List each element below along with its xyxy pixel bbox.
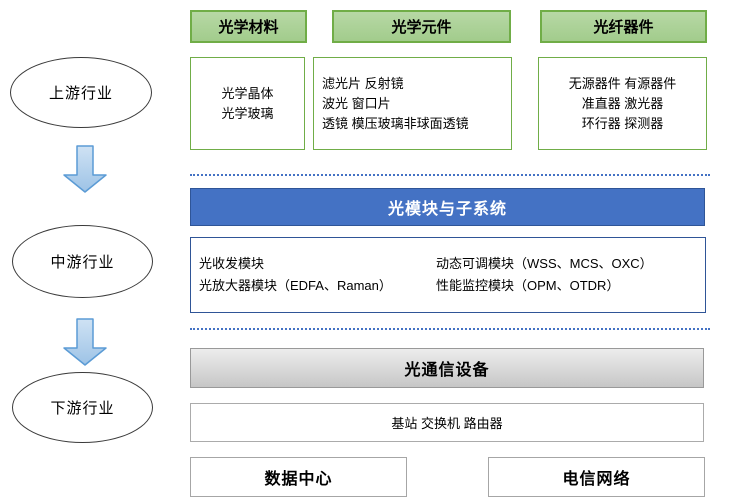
box-optical-components: 滤光片 反射镜 波光 窗口片 透镜 模压玻璃非球面透镜 (313, 57, 512, 150)
header-optical-comm-equipment: 光通信设备 (190, 348, 704, 388)
box-optical-materials: 光学晶体 光学玻璃 (190, 57, 305, 150)
box-data-center: 数据中心 (190, 457, 407, 497)
item-text: 光学玻璃 (221, 105, 274, 121)
stage-label-midstream: 中游行业 (50, 254, 115, 271)
dotted-separator (190, 328, 710, 330)
item-text: 环行器 探测器 (581, 115, 664, 131)
stage-ellipse-midstream: 中游行业 (12, 225, 153, 298)
item-text: 波光 窗口片 (322, 95, 391, 111)
dotted-separator (190, 174, 710, 176)
box-optical-modules: 光收发模块 光放大器模块（EDFA、Raman） 动态可调模块（WSS、MCS、… (190, 237, 706, 313)
header-label: 光学材料 (218, 19, 279, 36)
box-fiber-devices: 无源器件 有源器件 准直器 激光器 环行器 探测器 (538, 57, 707, 150)
stage-ellipse-upstream: 上游行业 (10, 57, 152, 128)
header-label: 光通信设备 (404, 362, 490, 379)
item-text: 光放大器模块（EDFA、Raman） (199, 278, 392, 293)
application-label: 数据中心 (264, 471, 333, 488)
item-text: 动态可调模块（WSS、MCS、OXC） (436, 256, 653, 271)
modules-right-column: 动态可调模块（WSS、MCS、OXC） 性能监控模块（OPM、OTDR） (436, 253, 697, 297)
item-text: 基站 交换机 路由器 (391, 416, 503, 431)
modules-left-column: 光收发模块 光放大器模块（EDFA、Raman） (199, 253, 436, 297)
item-text: 准直器 激光器 (581, 95, 664, 111)
header-fiber-devices: 光纤器件 (540, 10, 707, 43)
box-equipment-list: 基站 交换机 路由器 (190, 403, 704, 442)
item-text: 透镜 模压玻璃非球面透镜 (322, 115, 469, 131)
down-arrow-icon (63, 318, 107, 366)
item-text: 光学晶体 (221, 85, 274, 101)
box-telecom-network: 电信网络 (488, 457, 705, 497)
header-label: 光模块与子系统 (387, 201, 507, 218)
item-text: 无源器件 有源器件 (568, 75, 677, 91)
down-arrow-icon (63, 145, 107, 193)
stage-label-upstream: 上游行业 (48, 85, 113, 102)
header-label: 光学元件 (391, 19, 452, 36)
application-label: 电信网络 (562, 471, 631, 488)
item-text: 性能监控模块（OPM、OTDR） (436, 278, 620, 293)
header-optical-modules: 光模块与子系统 (190, 188, 705, 226)
stage-ellipse-downstream: 下游行业 (12, 372, 153, 443)
header-optical-materials: 光学材料 (190, 10, 307, 43)
header-label: 光纤器件 (593, 19, 654, 36)
item-text: 光收发模块 (199, 256, 265, 271)
header-optical-components: 光学元件 (332, 10, 511, 43)
item-text: 滤光片 反射镜 (322, 75, 404, 91)
stage-label-downstream: 下游行业 (50, 400, 115, 417)
